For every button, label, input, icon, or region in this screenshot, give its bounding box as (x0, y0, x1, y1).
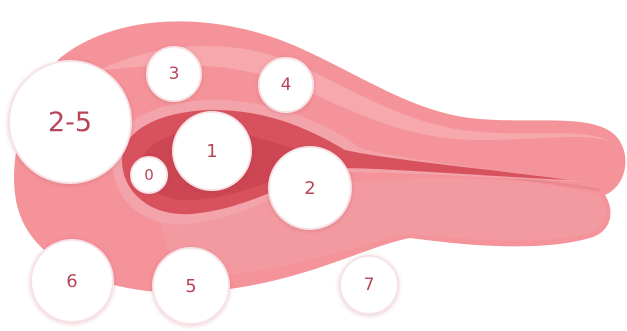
marker-1: 1 (172, 111, 252, 191)
marker-0: 0 (130, 156, 168, 194)
marker-2-5: 2-5 (8, 60, 132, 184)
marker-5: 5 (152, 247, 230, 325)
marker-6: 6 (30, 239, 114, 323)
marker-2: 2 (268, 146, 352, 230)
marker-7: 7 (339, 255, 399, 315)
marker-3: 3 (146, 46, 202, 102)
marker-4: 4 (258, 57, 314, 113)
